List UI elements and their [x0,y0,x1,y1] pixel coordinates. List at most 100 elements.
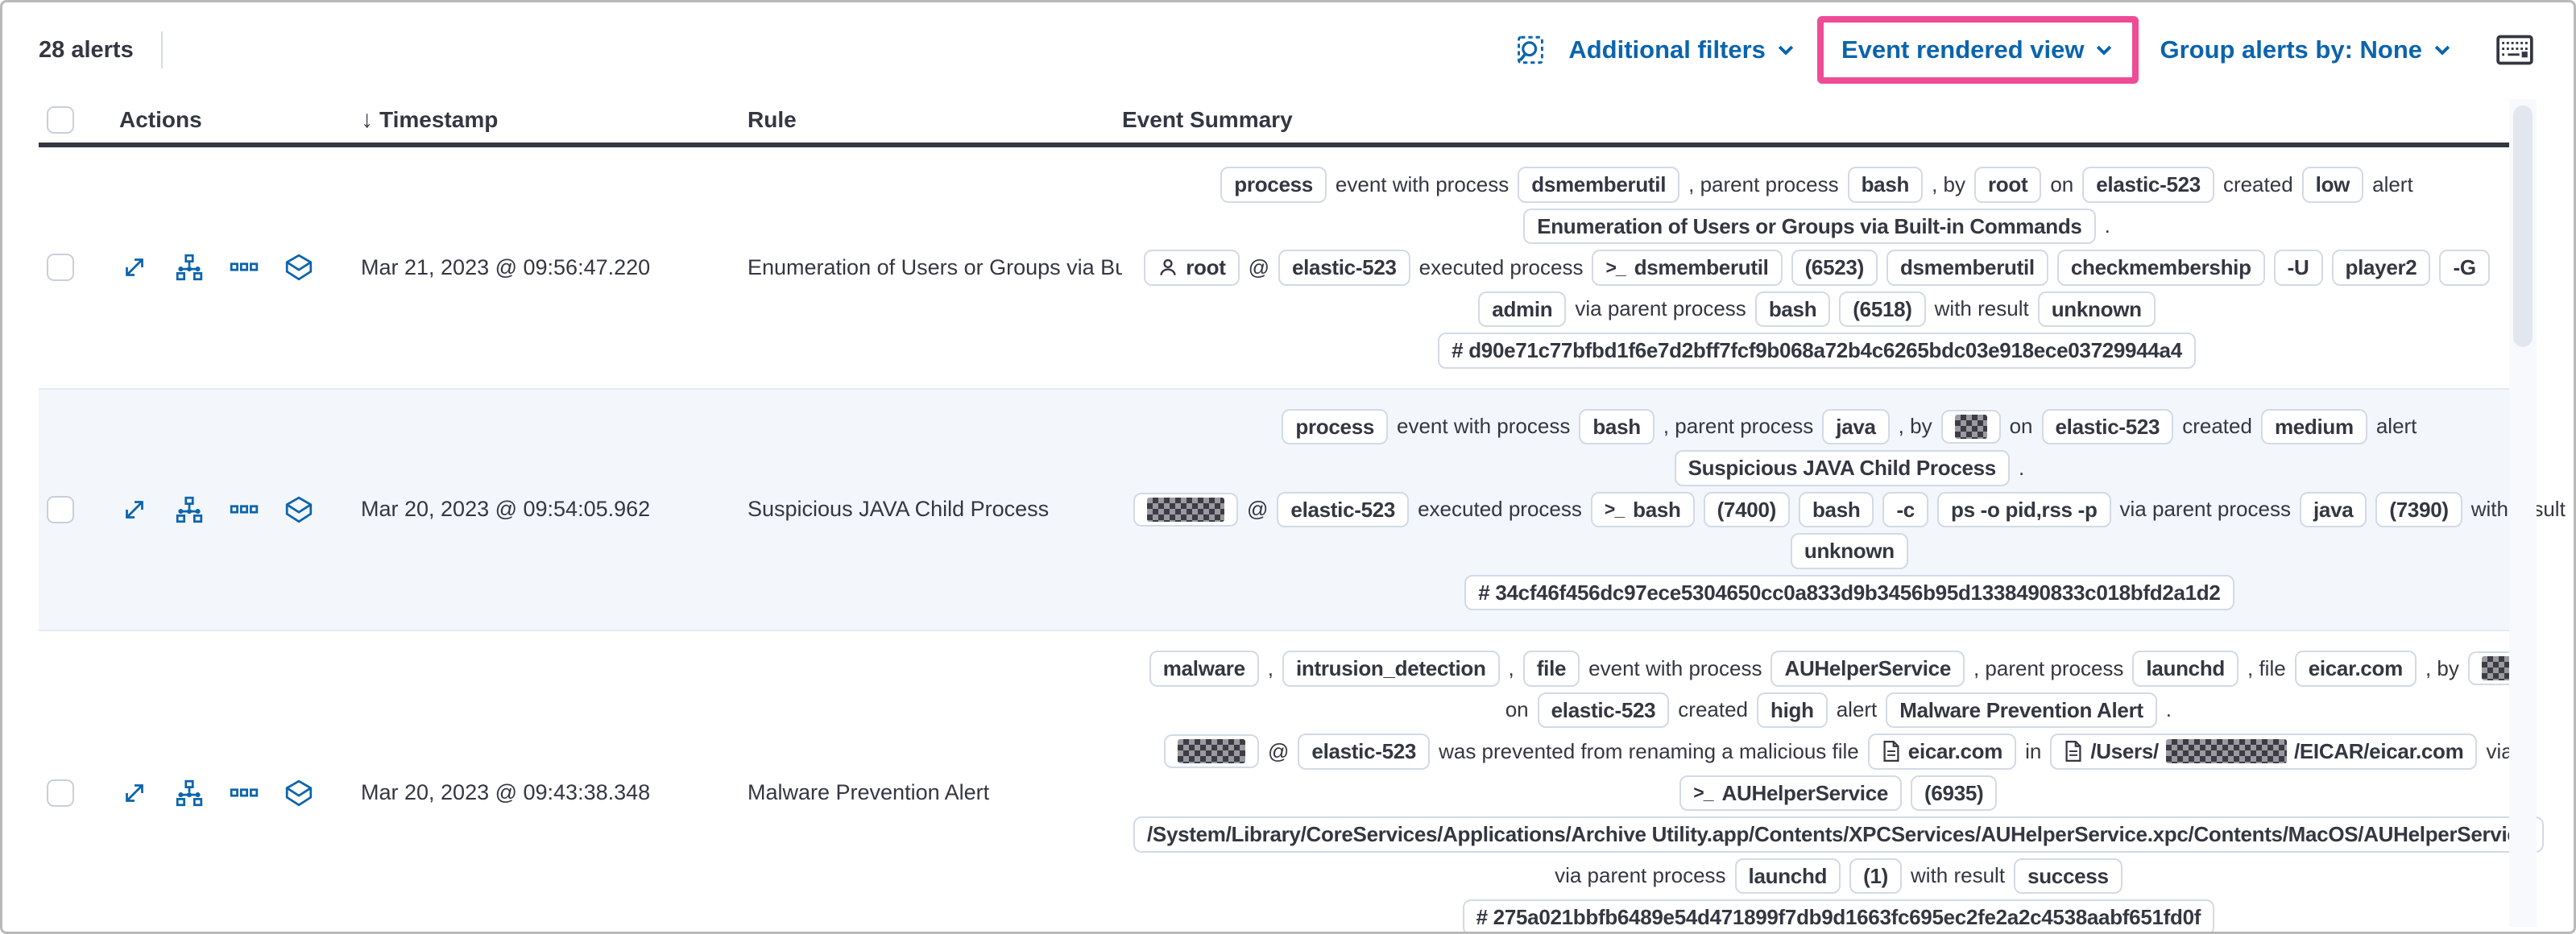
summary-badge: dsmemberutil [1518,167,1680,203]
summary-text: @ [1247,497,1269,522]
summary-text: created [2182,414,2252,439]
summary-badge: -U [2273,250,2323,286]
analyze-event-icon [176,254,203,281]
summary-text: via parent process [1555,863,1726,888]
summary-badge: # d90e71c77bfbd1f6e7d2bff7fcf9b068a72b4c… [1438,333,2196,369]
alerts-count: 28 alerts [39,36,134,63]
column-header-timestamp[interactable]: ↓ Timestamp [361,106,499,133]
process-badge: >_AUHelperService [1679,775,1903,811]
toolbar-right: Additional filters Event rendered view G… [1514,16,2533,84]
expand-alert-icon[interactable] [119,252,150,283]
summary-text: created [2222,172,2293,196]
investigate-in-timeline-icon[interactable] [284,252,314,283]
more-actions-icon[interactable] [229,778,259,808]
view-selector-dropdown[interactable]: Event rendered view [1841,35,2115,64]
summary-badge: /System/Library/CoreServices/Application… [1133,816,2544,853]
analyze-event-icon[interactable] [174,494,205,525]
chevron-down-icon [1778,45,1794,56]
summary-line: Enumeration of Users or Groups via Built… [1523,208,2110,244]
summary-badge: unknown [2037,291,2156,327]
highlight-annotation: Event rendered view [1816,16,2139,84]
summary-badge: ps -o pid,rss -p [1936,491,2111,527]
investigate-in-timeline-icon[interactable] [284,494,314,525]
more-actions-icon [230,788,259,797]
alert-rule-name: Suspicious JAVA Child Process [748,497,1050,522]
summary-badge: bash [1579,408,1655,444]
scrollbar-thumb[interactable] [2513,105,2533,347]
more-actions-icon[interactable] [229,494,259,525]
keyboard-shortcuts-icon[interactable] [2496,35,2533,65]
summary-text: event with process [1588,655,1762,680]
summary-badge: -c [1882,491,1928,527]
summary-text: . [2018,455,2025,480]
row-checkbox[interactable] [47,779,74,807]
redacted-text [1147,497,1224,522]
summary-badge: (7400) [1703,491,1790,527]
inspect-icon[interactable] [1514,33,1547,67]
summary-text: , by [1932,172,1965,196]
summary-text: @ [1268,738,1290,763]
summary-text: on [2009,414,2033,439]
redacted-text [1954,414,1987,439]
summary-badge: (7390) [2375,491,2462,527]
summary-text: in [2025,738,2042,763]
summary-text: . [2165,697,2172,722]
summary-text: , parent process [1663,414,1814,439]
summary-line: /System/Library/CoreServices/Application… [1133,816,2544,853]
redacted-user-badge [1164,734,1259,769]
more-actions-icon [230,262,259,271]
redacted-badge [1940,409,2001,444]
user-badge: root [1144,250,1240,286]
analyze-event-icon[interactable] [174,778,205,808]
more-actions-icon[interactable] [229,252,259,283]
alert-rule-name: Malware Prevention Alert [748,780,990,805]
summary-badge: # 275a021bbfb6489e54d471899f7db9d1663fc6… [1462,899,2215,932]
view-selector-label: Event rendered view [1841,35,2085,64]
row-checkbox[interactable] [47,254,74,282]
summary-badge: Suspicious JAVA Child Process [1674,450,2010,486]
alert-timestamp: Mar 21, 2023 @ 09:56:47.220 [361,254,651,279]
file-icon [2065,741,2081,762]
additional-filters-dropdown[interactable]: Additional filters [1568,35,1796,64]
analyze-event-icon[interactable] [174,252,205,283]
summary-badge: (6523) [1791,250,1878,286]
row-checkbox[interactable] [47,495,74,523]
summary-badge: bash [1754,291,1831,327]
summary-text: , parent process [1688,172,1839,196]
alert-rule-name: Enumeration of Users or Groups via Bui [748,254,1122,279]
investigate-in-timeline-icon [285,496,313,523]
summary-badge: success [2014,858,2123,894]
summary-text: created [1678,697,1749,722]
summary-line: Suspicious JAVA Child Process. [1674,450,2025,486]
user-icon [1160,259,1176,276]
expand-alert-icon [126,500,143,519]
redacted-text [1178,739,1245,764]
summary-line: # 34cf46f456dc97ece5304650cc0a833d9b3456… [1464,574,2234,610]
summary-badge: unknown [1790,533,1908,569]
summary-line: >_AUHelperService(6935) [1679,775,1998,811]
alerts-toolbar: 28 alerts Additional filters Event rende… [2,2,2574,97]
summary-badge: medium [2260,408,2367,444]
summary-badge: dsmemberutil [1886,250,2048,286]
investigate-in-timeline-icon[interactable] [284,778,314,808]
select-all-checkbox[interactable] [47,106,74,134]
vertical-scrollbar[interactable] [2509,99,2537,927]
analyze-event-icon [176,496,203,523]
summary-badge: (6935) [1911,775,1998,811]
expand-alert-icon[interactable] [119,778,150,808]
summary-badge: elastic-523 [1277,491,1410,527]
summary-text: event with process [1335,172,1510,196]
summary-badge: -G [2439,250,2490,286]
summary-text: alert [2372,172,2413,196]
group-alerts-by-dropdown[interactable]: Group alerts by: None [2160,35,2453,64]
more-actions-icon [230,505,259,514]
summary-badge: eicar.com [2294,651,2417,687]
expand-alert-icon[interactable] [119,494,150,525]
file-path-badge: /Users//EICAR/eicar.com [2050,734,2478,770]
terminal-icon: >_ [1605,256,1626,278]
